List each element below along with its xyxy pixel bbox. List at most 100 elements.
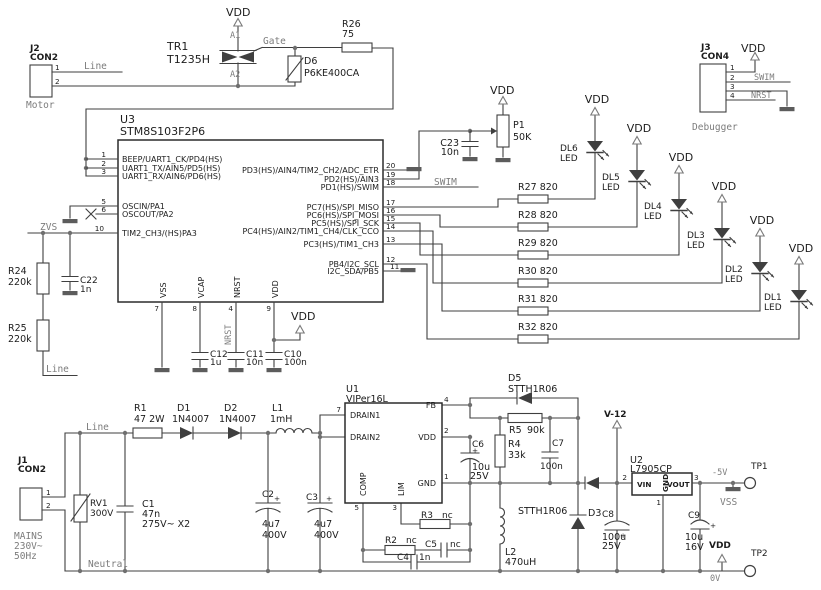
r5-value: 90k — [527, 425, 545, 436]
u3-pin-name: PC4(HS)/AIN2/TIM1_CH4/CLK_CCO — [242, 227, 379, 236]
diode-d3-icon — [571, 517, 585, 529]
u1-ref: U1 — [346, 384, 359, 395]
vdd-label: VDD — [585, 93, 609, 106]
j1-connector-body — [19, 487, 43, 521]
r29-label: R29 820 — [518, 238, 558, 249]
c11-value: 10n — [246, 358, 263, 368]
junction-dot — [660, 568, 666, 574]
gnd-flag-icon — [62, 291, 78, 296]
c4-ref: C4 — [397, 553, 409, 563]
r1-value: 47 2W — [134, 414, 165, 425]
r28-body — [517, 222, 549, 232]
c12-value: 1u — [210, 358, 221, 368]
gnd-flag-icon — [154, 368, 170, 373]
c2-plus: + — [274, 494, 280, 503]
vdd-label: VDD — [709, 541, 731, 551]
u2-pin-num: 1 — [656, 498, 661, 507]
vdd-flag-icon — [590, 106, 600, 116]
led-dl5-icon — [628, 143, 652, 190]
c9-value1: 10u — [685, 532, 703, 543]
j3-wires — [725, 59, 791, 107]
u1-pin-num: 2 — [444, 426, 449, 435]
c2-ref: C2 — [262, 490, 274, 500]
gnd-flag-icon — [406, 167, 422, 172]
u3-pin-num: 9 — [266, 304, 271, 313]
p1-body — [496, 114, 510, 148]
pot-wires — [461, 103, 504, 158]
r1-ref: R1 — [134, 403, 147, 414]
junction-dot — [497, 568, 503, 574]
gnd-flag-icon — [462, 157, 478, 162]
c22-ref: C22 — [80, 276, 98, 286]
r2-ref: R2 — [385, 536, 397, 546]
j1-type: CON2 — [18, 465, 46, 475]
r4-value: 33k — [508, 450, 526, 461]
zero-v-net-label: 0V — [710, 574, 720, 584]
c3-ref: C3 — [306, 493, 318, 503]
u3-pin-name: BEEP/UART1_CK/PD4(HS) — [122, 155, 222, 164]
c10-value: 100n — [284, 358, 307, 368]
u2-pin-name: GND — [661, 474, 670, 492]
u3-pin-num: 20 — [386, 161, 396, 170]
vdd-flag-icon — [674, 164, 684, 174]
u2-ref: U2 — [630, 455, 643, 466]
vdd-flag-icon — [233, 17, 243, 27]
r26-ref: R26 — [342, 19, 361, 30]
diode-to-v12-icon — [584, 476, 599, 490]
motor-triac-section: J2 CON2 1 2 Motor Line VDD A1 A2 Gate TR… — [26, 6, 394, 177]
j1-pin1: 1 — [46, 488, 51, 497]
p1-ref: P1 — [513, 120, 525, 131]
r1-body — [132, 427, 163, 439]
d3-ref: D3 — [588, 508, 601, 519]
r25-ref: R25 — [8, 323, 27, 334]
u1-pin-name: DRAIN2 — [350, 433, 380, 442]
u3-pin-name: TIM2_CH3/(HS)PA3 — [121, 229, 197, 238]
c8-value2: 25V — [602, 541, 621, 552]
dl4-type: LED — [644, 212, 662, 222]
c9-ref: C9 — [688, 511, 700, 521]
junction-dot — [271, 337, 277, 343]
c6-value1: 10u — [472, 462, 490, 473]
u3-pin-num: 6 — [101, 205, 106, 214]
junction-dot — [317, 434, 323, 440]
dl2-ref: DL2 — [725, 265, 743, 275]
v12-flag-icon — [612, 419, 622, 429]
d1-part: 1N4007 — [172, 414, 209, 425]
j1-ref: J1 — [17, 456, 28, 466]
l2-ref: L2 — [505, 547, 516, 558]
junction-dot — [317, 568, 323, 574]
d1-ref: D1 — [177, 403, 190, 414]
dl6-ref: DL6 — [560, 144, 578, 154]
gnd-flag-icon — [725, 487, 741, 492]
dl5-type: LED — [602, 183, 620, 193]
triac-tr1 — [219, 49, 257, 65]
junction-dot — [467, 547, 473, 553]
u3-pin-num: 3 — [101, 167, 106, 176]
u3-pin-name: OSCIN/PA1 — [122, 202, 165, 211]
gnd-flag-icon — [400, 268, 416, 273]
gate-net-label: Gate — [263, 36, 286, 47]
u3-pin-name: PC6(HS)/SPI_MOSI — [307, 211, 379, 220]
vdd-label: VDD — [712, 180, 736, 193]
junction-dot — [77, 430, 83, 436]
p1-value: 50K — [513, 132, 532, 143]
c3-value1: 4u7 — [314, 519, 332, 530]
j2-pin1: 1 — [55, 63, 60, 72]
c5-ref: C5 — [425, 540, 437, 550]
d2-ref: D2 — [224, 403, 237, 414]
u1-pin-name: COMP — [359, 472, 368, 496]
junction-dot — [575, 568, 581, 574]
u3-pin-name: PC3(HS)/TIM1_CH3 — [304, 240, 379, 249]
neutral-net-label: Neutral — [88, 559, 128, 570]
u1-pin-num: 7 — [336, 405, 341, 414]
tr1-ref: TR1 — [166, 40, 188, 53]
junction-dot — [730, 480, 736, 486]
u3-part: STM8S103F2P6 — [120, 125, 205, 138]
u3-left-pin-wires — [27, 158, 119, 234]
r26-body — [341, 42, 373, 53]
varistor-rv1 — [70, 493, 91, 523]
u3-pin-name: UART1_RX/AIN6/PD6(HS) — [122, 172, 221, 181]
mains-input-section: J1 CON2 1 2 MAINS 230V~ 50Hz Line Neutra… — [14, 403, 745, 574]
